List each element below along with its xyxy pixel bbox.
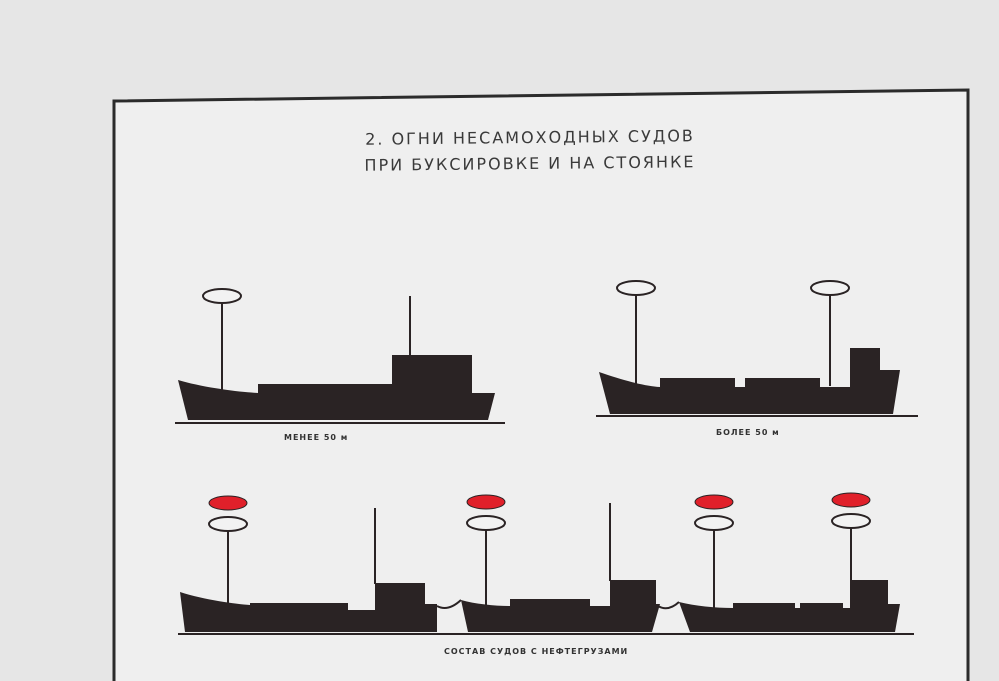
white-masthead-light-icon [616,280,656,296]
tanker-convoy [178,492,914,635]
frame-border [112,88,970,681]
towline-icon [436,599,462,609]
ship-hull [679,580,900,632]
white-masthead-light-icon [810,280,850,296]
red-cargo-light-icon [466,494,506,510]
red-cargo-light-icon [831,492,871,508]
white-masthead-light-icon [466,515,506,531]
white-masthead-light-icon [694,515,734,531]
red-cargo-light-icon [694,494,734,510]
white-masthead-light-icon [202,288,242,304]
caption-less-50m: МЕНЕЕ 50 м [284,433,349,442]
tanker-1 [180,495,437,632]
paper-sheet [114,90,968,681]
caption-tanker-convoy: СОСТАВ СУДОВ С НЕФТЕГРУЗАМИ [444,647,629,656]
white-masthead-light-icon [831,513,871,529]
ship-hull [599,348,900,414]
tanker-3 [679,492,900,632]
red-cargo-light-icon [208,495,248,511]
ship-hull [178,355,495,420]
white-masthead-light-icon [208,516,248,532]
ship-more-50m [596,280,918,417]
ship-hull [180,583,437,632]
ship-hull [461,580,660,632]
tanker-2 [461,494,660,632]
caption-more-50m: БОЛЕЕ 50 м [716,428,780,437]
towline-icon [657,601,680,610]
ship-less-50m [175,288,505,424]
